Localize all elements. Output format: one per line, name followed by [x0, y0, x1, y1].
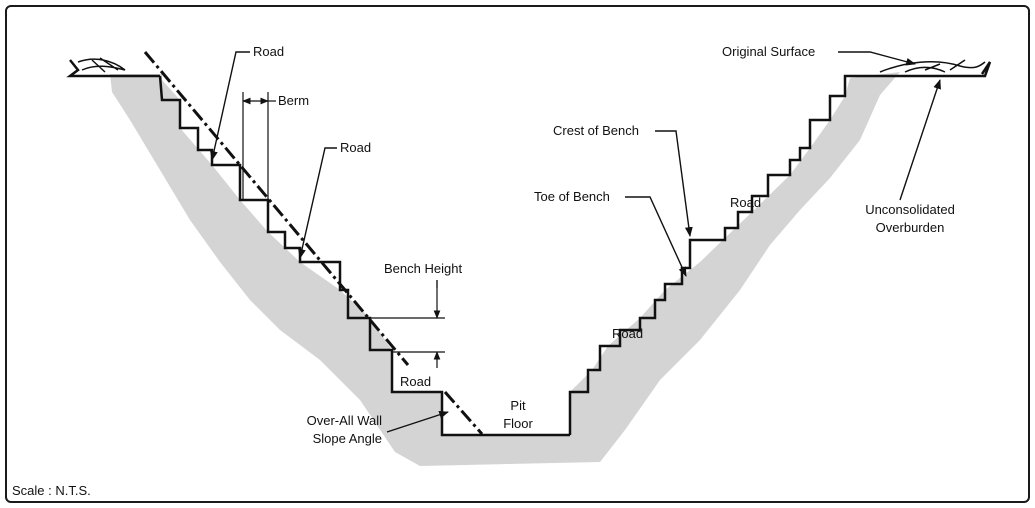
road-label-1: Road [253, 44, 284, 59]
original-surface-left [66, 59, 160, 78]
toe-of-bench-label: Toe of Bench [534, 189, 610, 204]
road-2-leader [298, 147, 337, 259]
unconsolidated-label-line2: Overburden [876, 220, 945, 235]
crest-leader [655, 130, 693, 237]
over-all-wall-label-line2: Slope Angle [313, 431, 382, 446]
road-label-right-lower: Road [612, 326, 643, 341]
original-surface-right [900, 61, 992, 78]
scale-label: Scale : N.T.S. [12, 483, 91, 498]
original-surface-label: Original Surface [722, 44, 815, 59]
road-label-2: Road [340, 140, 371, 155]
overburden-right [879, 59, 986, 73]
over-all-leader [386, 411, 449, 433]
rock-mass [110, 72, 900, 466]
berm-label: Berm [278, 93, 309, 108]
pit-floor-label-line1: Pit [510, 398, 526, 413]
original-surface-leader [838, 51, 916, 66]
pit-floor-label-line2: Floor [503, 416, 533, 431]
road-label-right-upper: Road [730, 195, 761, 210]
bench-height-label: Bench Height [384, 261, 462, 276]
over-all-wall-label-line1: Over-All Wall [307, 413, 382, 428]
road-label-3: Road [400, 374, 431, 389]
unconsolidated-label-line1: Unconsolidated [865, 202, 955, 217]
right-bench-wall [568, 74, 900, 435]
crest-of-bench-label: Crest of Bench [553, 123, 639, 138]
overall-slope-line [143, 51, 410, 366]
toe-leader [625, 196, 687, 277]
left-bench-wall [158, 75, 570, 437]
overburden-left [77, 57, 126, 73]
road-1-leader [210, 51, 250, 161]
unconsolidated-leader [899, 79, 941, 201]
overall-slope-line-lower [443, 391, 484, 435]
